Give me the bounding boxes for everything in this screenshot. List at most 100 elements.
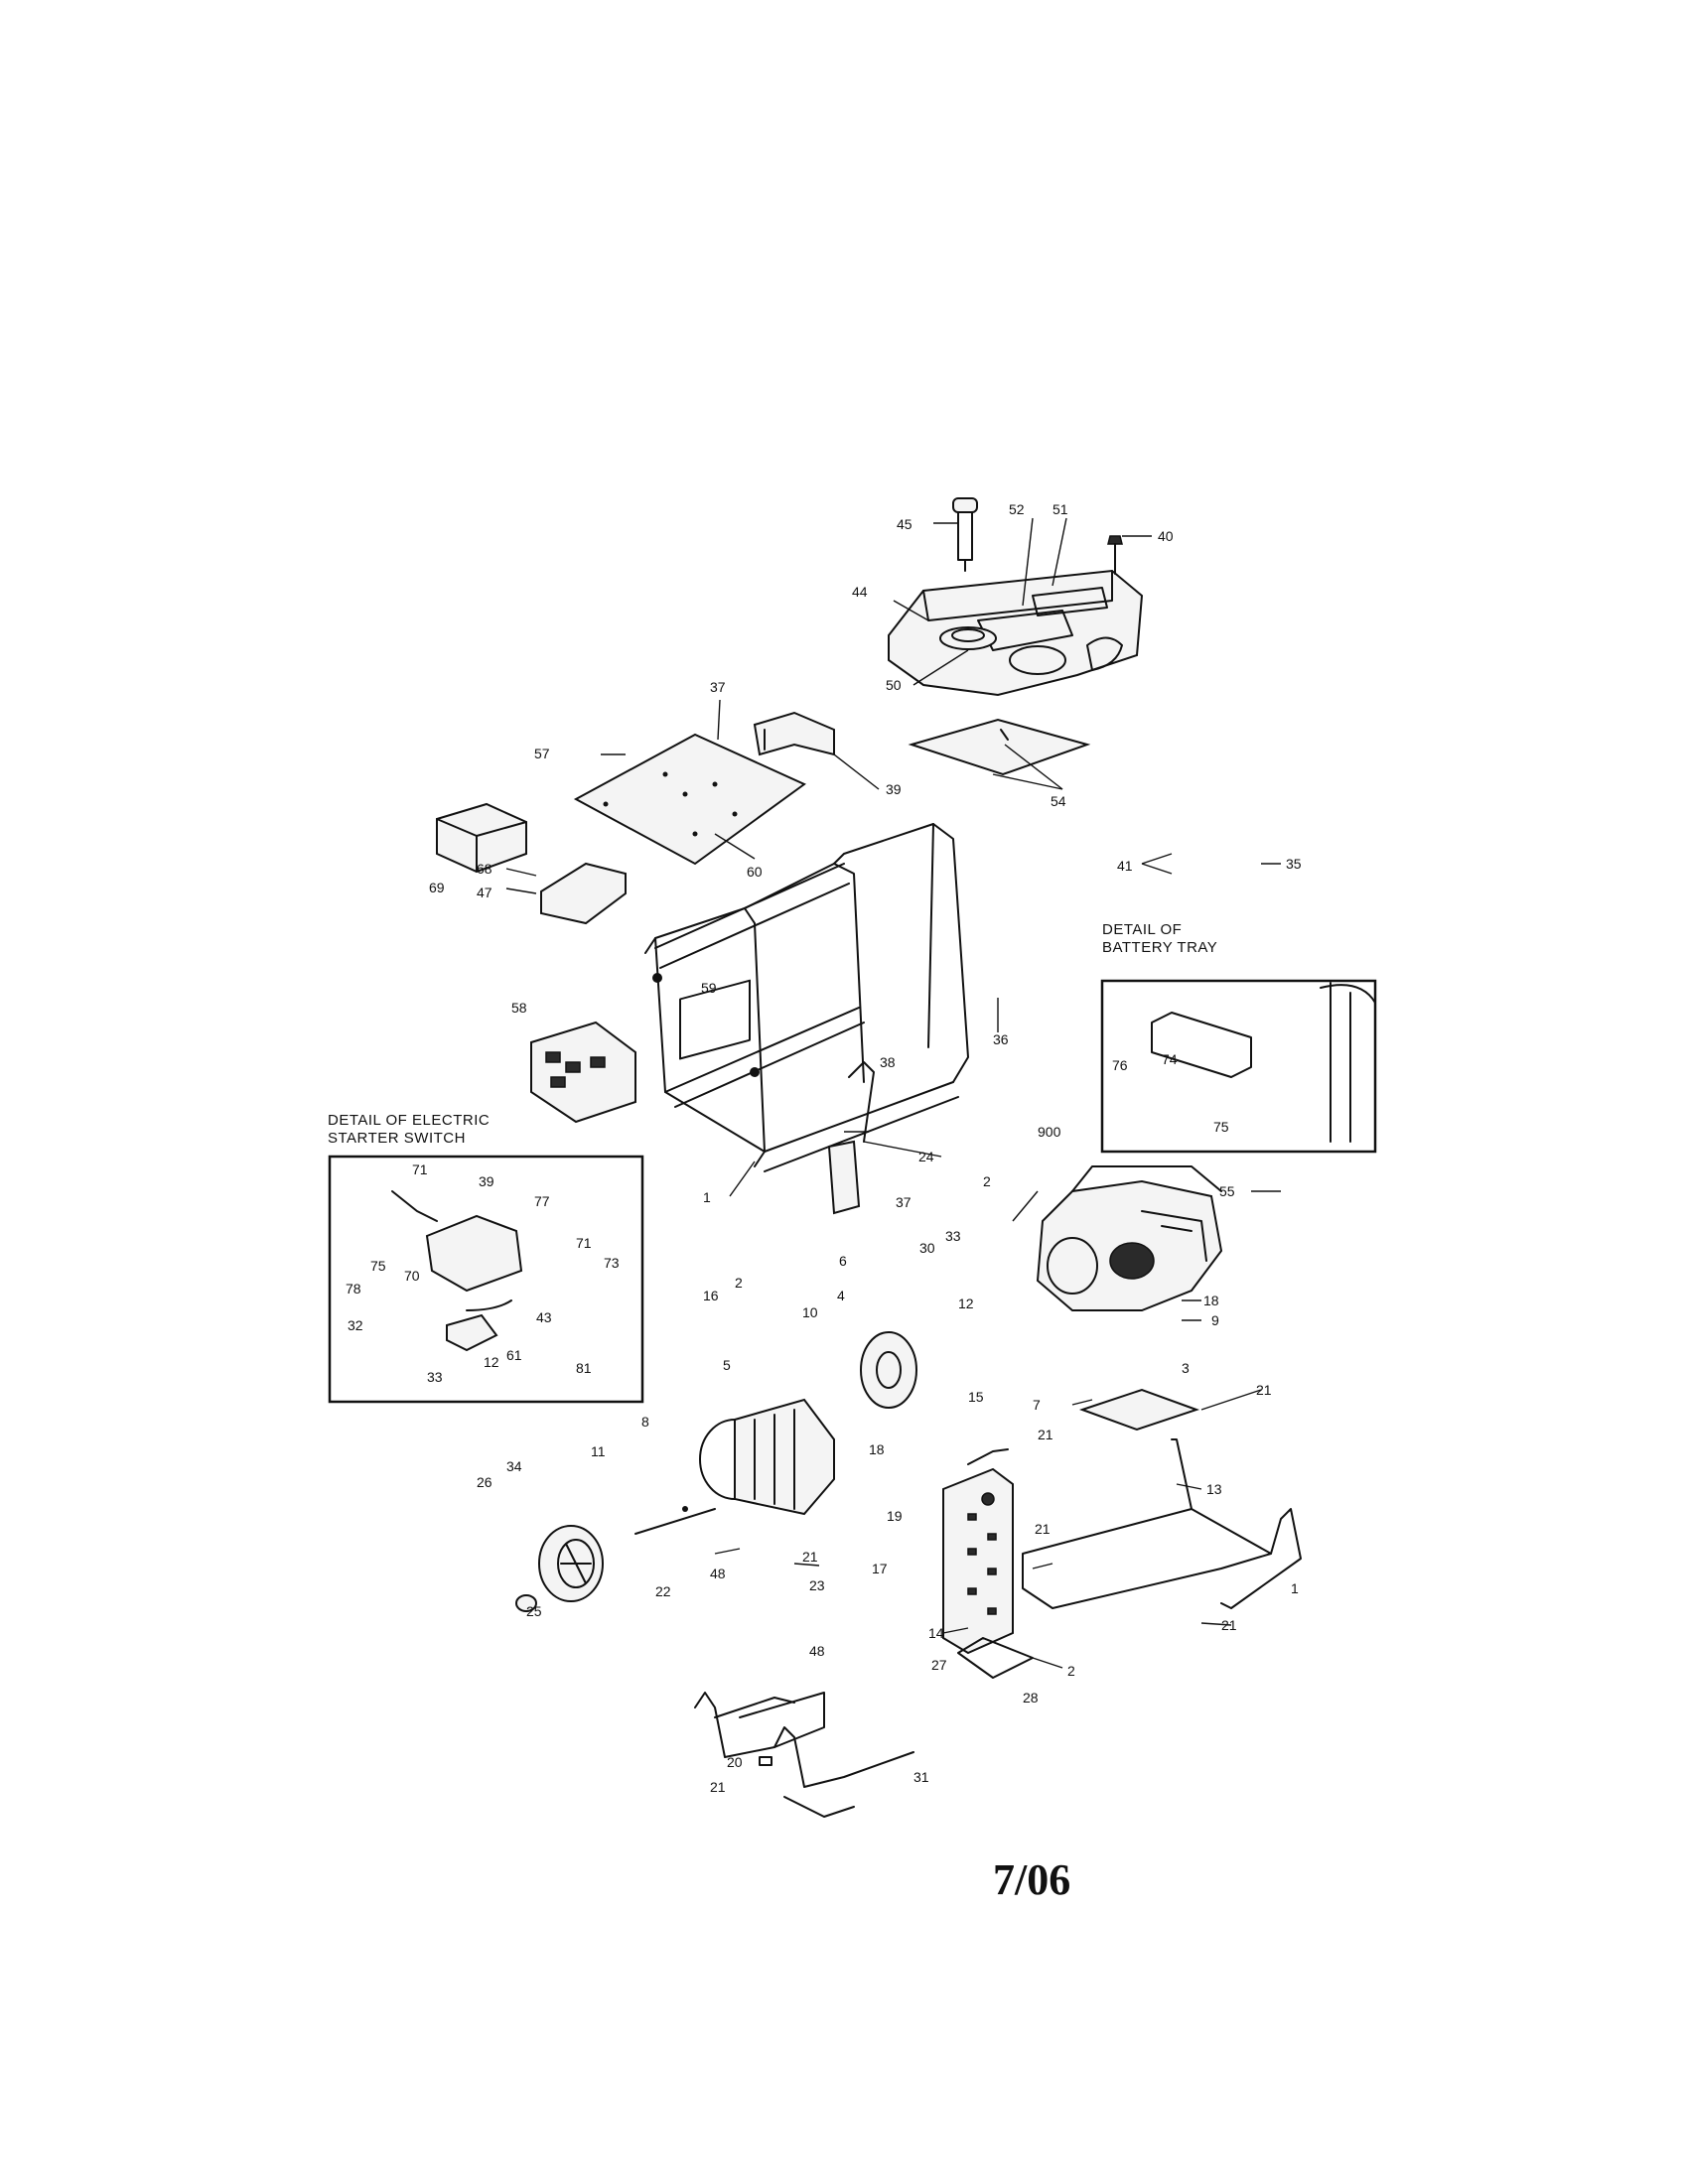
callout-39: 39: [886, 781, 902, 797]
callout-33: 33: [427, 1369, 443, 1385]
front-foot-frame: [694, 1692, 914, 1818]
main-frame: [644, 823, 969, 1172]
callout-36: 36: [993, 1031, 1009, 1047]
callout-34: 34: [506, 1458, 522, 1474]
callout-21: 21: [1038, 1427, 1053, 1442]
callout-8: 8: [641, 1414, 649, 1430]
alternator: [699, 1398, 835, 1516]
callout-38: 38: [880, 1054, 896, 1070]
callout-78: 78: [346, 1281, 361, 1297]
callout-18: 18: [1203, 1293, 1219, 1308]
callout-44: 44: [852, 584, 868, 600]
callout-900: 900: [1038, 1124, 1061, 1140]
callout-74: 74: [1162, 1051, 1178, 1067]
callout-23: 23: [809, 1577, 825, 1593]
callout-2: 2: [1067, 1663, 1075, 1679]
callout-71: 71: [576, 1235, 592, 1251]
callout-18: 18: [869, 1441, 885, 1457]
end-cover-cap: [515, 1594, 537, 1612]
callout-24: 24: [918, 1149, 934, 1164]
callout-13: 13: [1206, 1481, 1222, 1497]
callout-77: 77: [534, 1193, 550, 1209]
callout-57: 57: [534, 746, 550, 761]
callout-31: 31: [913, 1769, 929, 1785]
callout-43: 43: [536, 1309, 552, 1325]
callout-labels: 45 52 51 40 44 50 54 37 57 39 60 69 68 4…: [346, 501, 1302, 1795]
callout-69: 69: [429, 880, 445, 895]
callout-4: 4: [837, 1288, 845, 1303]
callout-81: 81: [576, 1360, 592, 1376]
leader-lines: [505, 517, 1281, 1669]
callout-20: 20: [727, 1754, 743, 1770]
control-panel-plate: [573, 733, 806, 866]
callout-10: 10: [802, 1304, 818, 1320]
callout-48: 48: [809, 1643, 825, 1659]
callout-21: 21: [1221, 1617, 1237, 1633]
callout-3: 3: [1182, 1360, 1190, 1376]
callout-33: 33: [945, 1228, 961, 1244]
callout-7: 7: [1033, 1397, 1041, 1413]
callout-47: 47: [477, 885, 492, 900]
callout-40: 40: [1158, 528, 1174, 544]
callout-60: 60: [747, 864, 763, 880]
callout-32: 32: [348, 1317, 363, 1333]
callout-14: 14: [928, 1625, 944, 1641]
detail-titles: DETAIL OF BATTERY TRAY DETAIL OF ELECTRI…: [328, 921, 1217, 1147]
callout-15: 15: [968, 1389, 984, 1405]
callout-75: 75: [370, 1258, 386, 1274]
battery-tray-bracket: [540, 862, 627, 925]
revision-date: 7/06: [993, 1855, 1070, 1904]
callout-71: 71: [412, 1161, 428, 1177]
callout-68: 68: [477, 861, 492, 877]
callout-73: 73: [604, 1255, 620, 1271]
callout-39: 39: [479, 1173, 494, 1189]
engine-base-rail: [1022, 1388, 1302, 1609]
callout-1: 1: [1291, 1580, 1299, 1596]
tank-bolt: [1107, 535, 1123, 575]
callout-16: 16: [703, 1288, 719, 1303]
engine: [1036, 1165, 1223, 1311]
callout-22: 22: [655, 1583, 671, 1599]
callout-28: 28: [1023, 1690, 1039, 1706]
control-bracket: [753, 711, 835, 756]
callout-45: 45: [897, 516, 912, 532]
callout-70: 70: [404, 1268, 420, 1284]
battery-box: [436, 802, 527, 874]
callout-27: 27: [931, 1657, 947, 1673]
callout-12: 12: [958, 1296, 974, 1311]
callout-21: 21: [1256, 1382, 1272, 1398]
control-panel-face: [530, 1021, 636, 1124]
callout-6: 6: [839, 1253, 847, 1269]
callout-19: 19: [887, 1508, 903, 1524]
tank-pad: [908, 718, 1091, 776]
callout-21: 21: [802, 1549, 818, 1565]
fuel-gauge: [952, 497, 978, 572]
battery-strap: [827, 1061, 875, 1215]
callout-54: 54: [1051, 793, 1066, 809]
callout-52: 52: [1009, 501, 1025, 517]
callout-59: 59: [701, 980, 717, 996]
callout-50: 50: [886, 677, 902, 693]
callout-21: 21: [1035, 1521, 1051, 1537]
through-bolt: [634, 1506, 716, 1535]
callout-5: 5: [723, 1357, 731, 1373]
callout-1: 1: [703, 1189, 711, 1205]
callout-35: 35: [1286, 856, 1302, 872]
callout-11: 11: [591, 1443, 606, 1459]
callout-58: 58: [511, 1000, 527, 1016]
callout-30: 30: [919, 1240, 935, 1256]
callout-37: 37: [896, 1194, 912, 1210]
callout-21: 21: [710, 1779, 726, 1795]
callout-26: 26: [477, 1474, 492, 1490]
battery-tray-detail: [1100, 979, 1377, 1154]
starter-switch-title-line1: DETAIL OF ELECTRIC: [328, 1112, 490, 1129]
fuel-cap: [939, 626, 997, 650]
callout-17: 17: [872, 1561, 888, 1576]
callout-12: 12: [484, 1354, 499, 1370]
battery-tray-title-line2: BATTERY TRAY: [1102, 939, 1217, 956]
callout-48: 48: [710, 1566, 726, 1581]
fan-shroud: [538, 1525, 604, 1602]
alternator-end-bell: [860, 1331, 917, 1409]
callout-2: 2: [983, 1173, 991, 1189]
